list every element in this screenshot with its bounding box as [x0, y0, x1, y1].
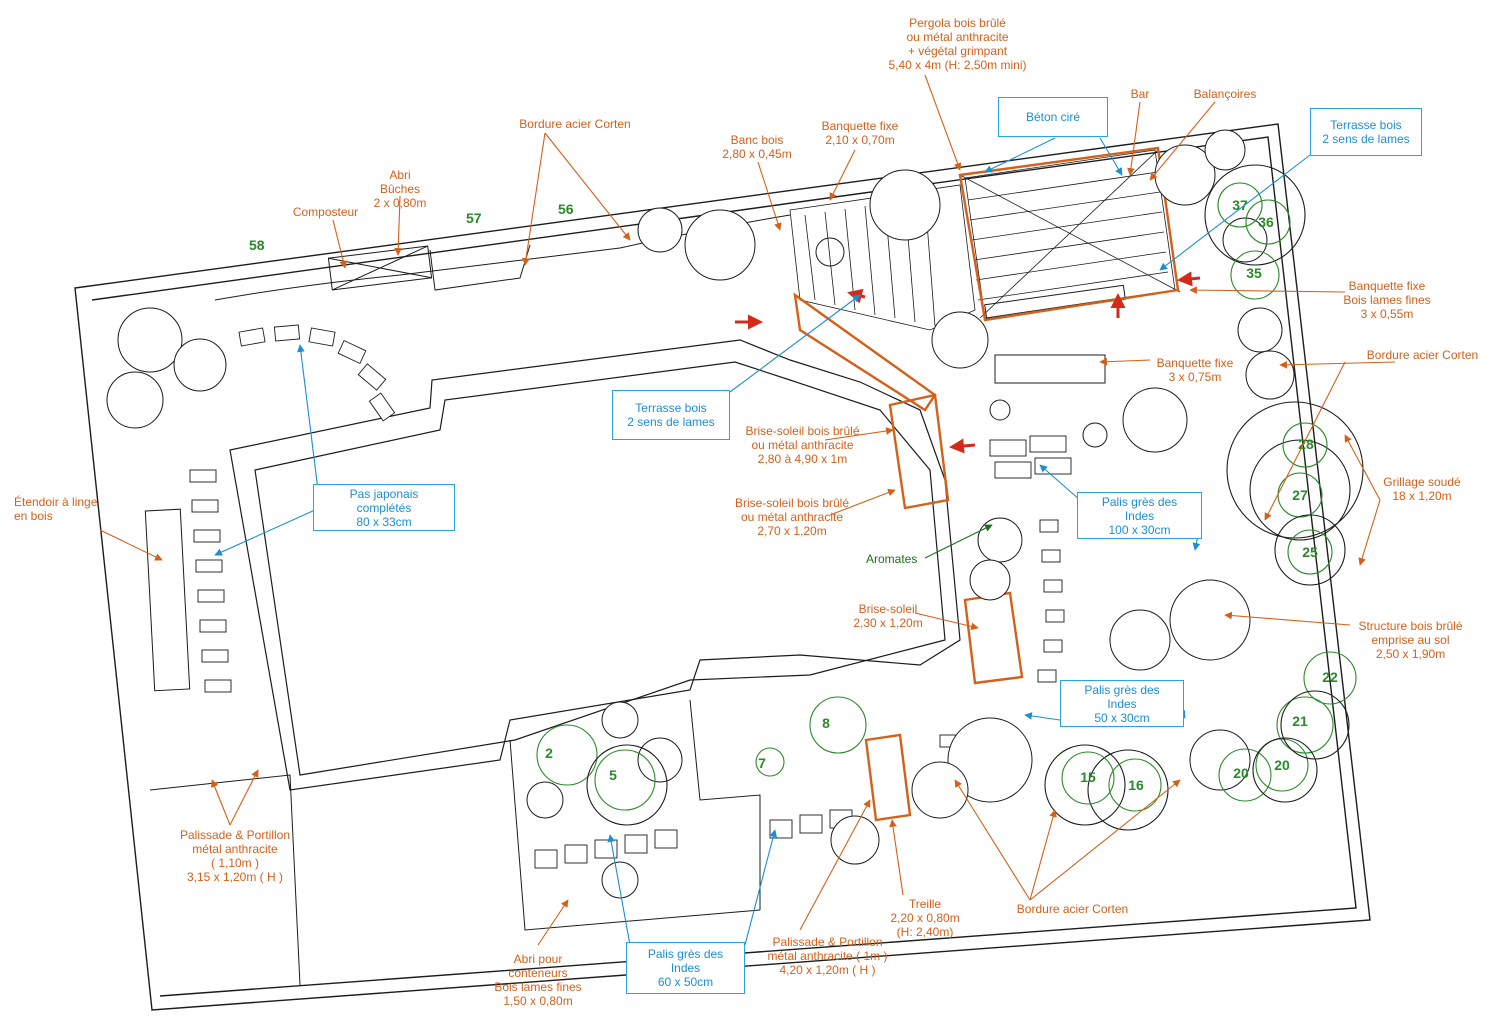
- plot-number-58: 58: [249, 237, 265, 253]
- aromates-leader: [924, 524, 993, 559]
- lawn-outline: [229, 339, 961, 791]
- label-palissade-1: Palissade & Portillon métal anthracite (…: [179, 828, 291, 884]
- label-bordure-top: Bordure acier Corten: [519, 117, 631, 131]
- property-boundary: [74, 123, 1371, 1011]
- tree-number-21: 21: [1292, 713, 1308, 729]
- label-bordure-bottom: Bordure acier Corten: [1016, 902, 1129, 916]
- tree-2-5: [536, 724, 668, 826]
- callout-terrasse-mid: Terrasse bois 2 sens de lames: [612, 390, 730, 440]
- tree-8-7: [755, 696, 867, 777]
- tree-number-25: 25: [1302, 544, 1318, 560]
- tree-number-7: 7: [758, 755, 766, 771]
- tree-number-16: 16: [1128, 777, 1144, 793]
- callout-pas-japonais: Pas japonais complétés 80 x 33cm: [313, 484, 455, 531]
- tree-number-37: 37: [1232, 197, 1248, 213]
- tree-37-36: [1204, 164, 1306, 266]
- label-banquette-fixe-1: Banquette fixe 2,10 x 0,70m: [821, 119, 899, 147]
- shrub-clusters: [106, 129, 1295, 899]
- label-abri-buches: Abri Bûches 2 x 0,80m: [373, 168, 427, 210]
- callout-palis-50: Palis grès des Indes 50 x 30cm: [1060, 680, 1184, 727]
- tree-number-8: 8: [822, 715, 830, 731]
- label-grillage: Grillage soudé 18 x 1,20m: [1383, 475, 1461, 503]
- callout-beton-cire: Béton ciré: [998, 97, 1108, 137]
- label-palissade-2: Palissade & Portillon métal anthracite (…: [767, 935, 888, 977]
- tree-number-22: 22: [1322, 669, 1338, 685]
- label-pergola: Pergola bois brûlé ou métal anthracite +…: [888, 16, 1027, 72]
- tree-number-20: 20: [1274, 757, 1290, 773]
- red-arrows: [735, 271, 1201, 454]
- plot-number-57: 57: [466, 210, 482, 226]
- tree-number-28: 28: [1298, 436, 1314, 452]
- label-banquette-fixe-2: Banquette fixe Bois lames fines 3 x 0,55…: [1343, 279, 1431, 321]
- tree-number-15: 15: [1080, 769, 1096, 785]
- tree-number-2: 2: [545, 745, 553, 761]
- tree-number-27: 27: [1292, 487, 1308, 503]
- label-brise-soleil-3: Brise-soleil 2,30 x 1,20m: [853, 602, 923, 630]
- numbered-trees: [536, 164, 1364, 831]
- label-abri-conteneurs: Abri pour conteneurs Bois lames fines 1,…: [494, 952, 582, 1008]
- tree-35: [1230, 250, 1280, 300]
- label-brise-soleil-2: Brise-soleil bois brûlé ou métal anthrac…: [734, 496, 850, 538]
- plot-number-56: 56: [558, 201, 574, 217]
- tree-28-27-25: [1226, 401, 1364, 586]
- tree-number-5: 5: [609, 767, 617, 783]
- blue-leaders: [214, 137, 1311, 946]
- furniture: [144, 237, 1126, 692]
- label-banc-bois: Banc bois 2,80 x 0,45m: [722, 133, 792, 161]
- tree-number-35: 35: [1246, 265, 1262, 281]
- tree-number-36: 36: [1258, 214, 1274, 230]
- label-balancoires: Balançoires: [1193, 87, 1257, 101]
- callout-palis-60: Palis grès des Indes 60 x 50cm: [626, 942, 745, 994]
- label-brise-soleil-1: Brise-soleil bois brûlé ou métal anthrac…: [745, 424, 860, 466]
- label-etendoir: Étendoir à linge en bois: [14, 495, 98, 523]
- tree-22-21-20: [1218, 651, 1357, 803]
- label-bordure-right: Bordure acier Corten: [1366, 348, 1479, 362]
- label-aromates: Aromates: [866, 552, 918, 566]
- callout-palis-100: Palis grès des Indes 100 x 30cm: [1077, 492, 1202, 539]
- label-banquette-fixe-3: Banquette fixe 3 x 0,75m: [1156, 356, 1234, 384]
- callout-terrasse-top: Terrasse bois 2 sens de lames: [1310, 108, 1422, 156]
- tree-number-20: 20: [1233, 765, 1249, 781]
- lower-beds: [149, 699, 761, 986]
- label-structure: Structure bois brûlé emprise au sol 2,50…: [1358, 619, 1463, 661]
- orange-leaders: [99, 74, 1396, 946]
- label-bar: Bar: [1130, 87, 1150, 101]
- tree-15-16: [1044, 744, 1169, 831]
- label-treille: Treille 2,20 x 0,80m (H: 2,40m): [890, 897, 960, 939]
- label-composteur: Composteur: [292, 205, 359, 219]
